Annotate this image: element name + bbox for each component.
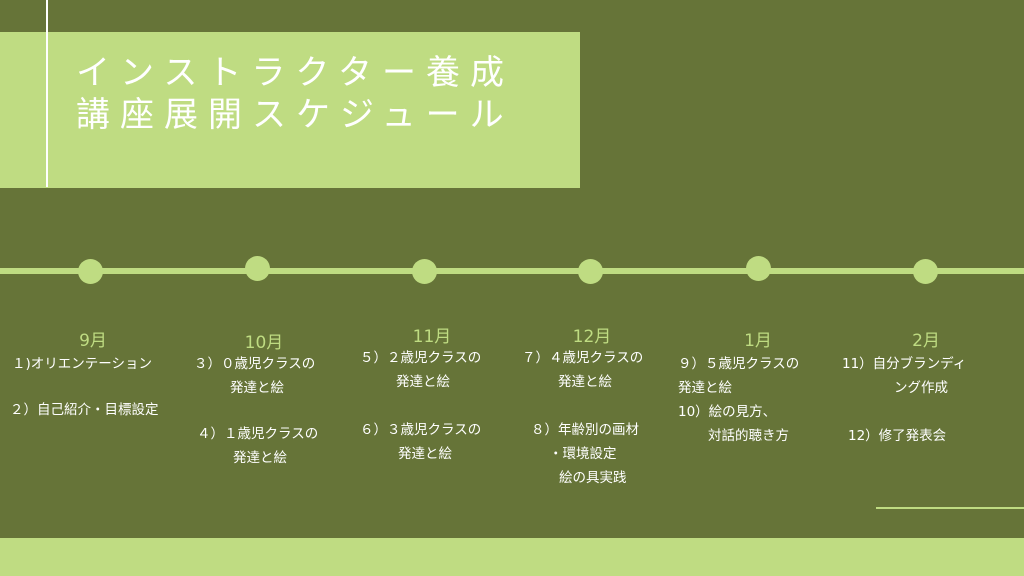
schedule-item-1: １)オリエンテーション	[12, 356, 152, 372]
decorative-line	[876, 507, 1024, 509]
schedule-item-8: ８）年齢別の画材 ・環境設定 絵の具実践	[531, 422, 639, 486]
timeline-dot-nov	[412, 259, 437, 284]
title-line-1: インストラクター養成	[76, 53, 514, 93]
month-label-feb: 2月	[912, 331, 940, 351]
schedule-item-4: ４）１歳児クラスの 発達と絵	[197, 426, 319, 466]
month-label-jan: 1月	[744, 331, 772, 351]
timeline-dot-jan	[746, 256, 771, 281]
schedule-item-3: ３）０歳児クラスの 発達と絵	[194, 356, 316, 396]
month-label-sep: 9月	[79, 331, 107, 351]
schedule-item-9: ９）５歳児クラスの 発達と絵	[678, 356, 800, 396]
schedule-item-7: ７）４歳児クラスの 発達と絵	[522, 350, 644, 390]
schedule-item-11: 11）自分ブランディ ング作成	[842, 356, 967, 396]
schedule-item-2: ２）自己紹介・目標設定	[10, 402, 159, 418]
month-label-dec: 12月	[572, 327, 612, 347]
timeline-dot-sep	[78, 259, 103, 284]
schedule-item-5: ５）２歳児クラスの 発達と絵	[360, 350, 482, 390]
page-title: インストラクター養成 講座展開スケジュール	[76, 52, 514, 136]
timeline-dot-feb	[913, 259, 938, 284]
schedule-item-6: ６）３歳児クラスの 発達と絵	[360, 422, 482, 462]
schedule-item-12: 12）修了発表会	[848, 428, 947, 444]
title-line-2: 講座展開スケジュール	[76, 95, 514, 135]
timeline-dot-dec	[578, 259, 603, 284]
timeline-dot-oct	[245, 256, 270, 281]
bottom-band	[0, 538, 1024, 576]
title-accent-line	[46, 0, 48, 187]
title-panel	[0, 32, 580, 188]
month-label-oct: 10月	[244, 333, 284, 353]
schedule-item-10: 10）絵の見方、 対話的聴き方	[678, 404, 789, 444]
month-label-nov: 11月	[412, 327, 452, 347]
timeline-axis	[0, 268, 1024, 274]
